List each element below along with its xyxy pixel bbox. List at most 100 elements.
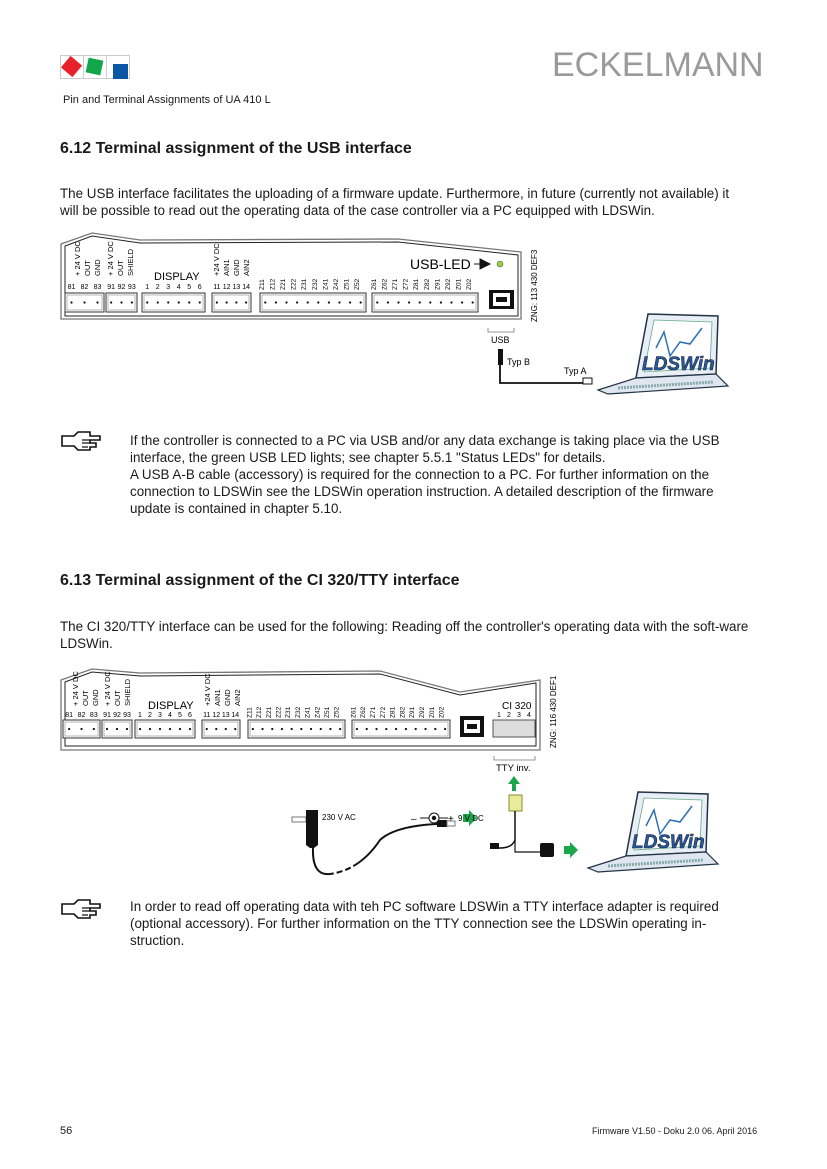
terminal-block	[247, 719, 346, 739]
usb-led-indicator	[496, 260, 504, 268]
terminal-number-z: Z51	[324, 706, 331, 718]
typ-a-label: Typ A	[564, 366, 587, 376]
running-header: Pin and Terminal Assignments of UA 410 L	[63, 94, 271, 106]
terminal-number-z: Z61	[371, 278, 378, 290]
terminal-number: 13	[232, 284, 240, 291]
terminal-block	[351, 719, 451, 739]
terminal-number-z: Z42	[314, 706, 321, 718]
terminal-block	[141, 292, 206, 313]
terminal-number: 4	[177, 284, 181, 291]
usb-led-label: USB-LED	[410, 256, 471, 272]
terminal-number-z: Z12	[256, 706, 263, 718]
terminal-function-label: AIN2	[233, 689, 242, 706]
ac-label: 230 V AC	[322, 813, 356, 822]
terminal-block	[134, 719, 196, 739]
terminal-number: 1	[138, 712, 142, 719]
display-label: DISPLAY	[154, 271, 200, 283]
terminal-number-z: Z41	[322, 278, 329, 290]
terminal-number-z: Z81	[390, 706, 397, 718]
terminal-number: 82	[81, 284, 89, 291]
ci320-pin-2: 2	[507, 712, 511, 719]
page-number: 56	[60, 1125, 73, 1137]
terminal-number-z: Z31	[301, 278, 308, 290]
terminal-number: 5	[178, 712, 182, 719]
terminal-number: 12	[223, 284, 231, 291]
terminal-number-z: Z01	[456, 278, 463, 290]
terminal-function-label: + 24 V DC	[106, 241, 115, 276]
terminal-block	[201, 719, 241, 739]
section-title-6-13: 6.13 Terminal assignment of the CI 320/T…	[60, 572, 460, 589]
ci320-label: CI 320	[502, 701, 532, 712]
terminal-number-z: Z41	[305, 706, 312, 718]
terminal-function-label: + 24 V DC	[103, 671, 112, 706]
ci320-pin-3: 3	[517, 712, 521, 719]
terminal-number-z: Z02	[466, 278, 473, 290]
terminal-number-z: Z92	[445, 278, 452, 290]
tty-connector	[508, 794, 523, 812]
usb-label: USB	[491, 335, 510, 345]
terminal-number-z: Z42	[333, 278, 340, 290]
terminal-number: 3	[166, 284, 170, 291]
terminal-number-z: Z22	[275, 706, 282, 718]
terminal-function-label: AIN2	[242, 259, 251, 276]
pointing-hand-icon	[61, 899, 101, 919]
terminal-number-z: Z62	[381, 278, 388, 290]
terminal-number: 13	[222, 712, 230, 719]
terminal-number: 91	[107, 284, 115, 291]
note-usb-cable: A USB A-B cable (accessory) is required …	[130, 467, 714, 516]
green-arrow-up-icon	[508, 776, 520, 791]
ci320-pin-4: 4	[527, 712, 531, 719]
terminal-number-z: Z72	[403, 278, 410, 290]
terminal-number: 14	[242, 284, 250, 291]
terminal-number-z: Z91	[409, 706, 416, 718]
terminal-number: 11	[203, 712, 210, 719]
terminal-number: 2	[156, 284, 160, 291]
terminal-number: 6	[198, 284, 202, 291]
terminal-number-z: Z11	[259, 279, 266, 290]
arrow-icon	[474, 258, 492, 270]
terminal-number-z: Z12	[269, 278, 276, 290]
terminal-block	[259, 292, 367, 313]
terminal-number-z: Z32	[312, 278, 319, 290]
usb-b-plug	[498, 349, 503, 365]
tty-label: TTY inv.	[496, 763, 531, 774]
terminal-number-z: Z21	[266, 706, 273, 718]
terminal-number: 1	[145, 284, 149, 291]
terminal-function-label: OUT	[113, 690, 122, 706]
terminal-number: 93	[123, 712, 131, 719]
terminal-function-label: GND	[91, 689, 100, 706]
usb-a-plug	[582, 377, 593, 385]
terminal-function-label: GND	[223, 689, 232, 706]
terminal-function-label: +24 V DC	[212, 243, 221, 276]
ldswin-logo: LDSWin	[642, 354, 715, 375]
terminal-number: 91	[103, 712, 111, 719]
terminal-number: 2	[148, 712, 152, 719]
terminal-number: 3	[158, 712, 162, 719]
note-tty-adapter: In order to read off operating data with…	[130, 899, 719, 948]
terminal-number: 83	[94, 284, 102, 291]
terminal-number-z: Z82	[424, 278, 431, 290]
terminal-block	[371, 292, 479, 313]
terminal-number-z: Z22	[291, 278, 298, 290]
pointing-hand-icon	[61, 431, 101, 451]
green-arrow-right-icon	[463, 810, 477, 826]
terminal-number: 11	[213, 284, 220, 291]
terminal-number: 81	[65, 712, 73, 719]
terminal-number-z: Z51	[344, 278, 351, 290]
terminal-number: 83	[90, 712, 98, 719]
terminal-number: 5	[187, 284, 191, 291]
terminal-number: 93	[128, 284, 136, 291]
laptop-icon: LDSWin	[586, 791, 720, 873]
logo-cell-blue	[106, 55, 130, 79]
mains-plug-pins	[291, 816, 307, 823]
ldswin-logo: LDSWin	[632, 832, 705, 853]
terminal-function-label: GND	[93, 259, 102, 276]
terminal-number-z: Z32	[295, 706, 302, 718]
drawing-number: ZNG: 113 430 DEF3	[530, 249, 539, 322]
terminal-number-z: Z71	[392, 278, 399, 290]
footer-info: Firmware V1.50 - Doku 2.0 06. April 2016	[592, 1126, 758, 1136]
terminal-number-z: Z11	[246, 707, 253, 718]
